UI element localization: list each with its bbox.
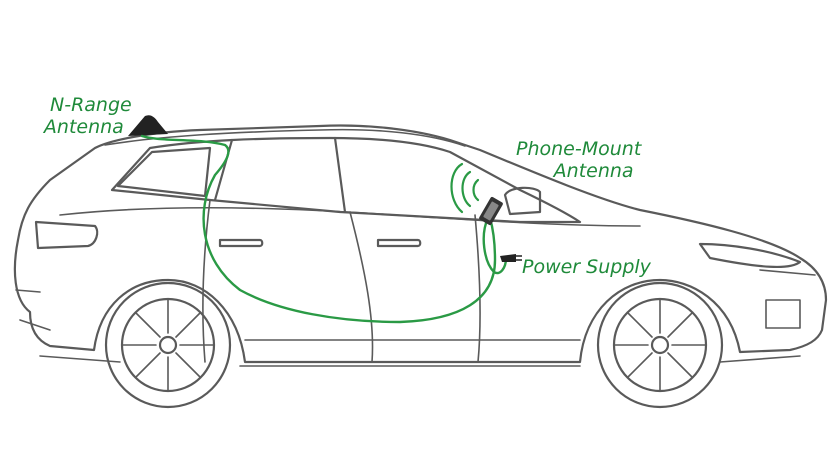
ground-line: [39, 355, 801, 367]
signal-waves-icon: [450, 162, 480, 214]
power-supply-plug-icon: [500, 254, 522, 262]
rear-wheel: [104, 281, 232, 409]
c-pillar: [333, 136, 347, 214]
n-range-antenna-label-line2: Antenna: [43, 116, 124, 138]
beltline: [59, 206, 641, 227]
rear-bumper: [15, 289, 51, 331]
power-cable: [482, 216, 508, 275]
phone-mount-antenna-label-line2: Antenna: [553, 160, 634, 182]
side-windows: [110, 136, 582, 224]
n-range-antenna-label-line1: N-Range: [50, 94, 132, 116]
side-mirror: [503, 186, 542, 216]
front-door-line: [474, 214, 481, 363]
n-range-antenna-label: N-Range Antenna: [36, 94, 132, 138]
rear-door-line: [349, 211, 374, 363]
b-pillar: [213, 138, 234, 202]
headlight: [698, 242, 802, 269]
rear-quarter-line: [202, 199, 211, 363]
power-supply-label: Power Supply: [522, 256, 651, 278]
front-grille: [759, 269, 816, 329]
tail-light: [34, 220, 99, 250]
rear-door-handle: [218, 238, 264, 248]
n-range-antenna-icon: [128, 115, 168, 136]
rear-window: [116, 146, 212, 198]
front-wheel: [596, 281, 724, 409]
car-body-outline: [13, 124, 828, 364]
antenna-cable: [140, 134, 497, 324]
front-door-handle: [376, 238, 422, 248]
phone-mount-antenna-icon: [479, 196, 503, 226]
phone-mount-antenna-label-line1: Phone-Mount: [516, 138, 642, 160]
phone-mount-antenna-label: Phone-Mount Antenna: [516, 138, 641, 182]
